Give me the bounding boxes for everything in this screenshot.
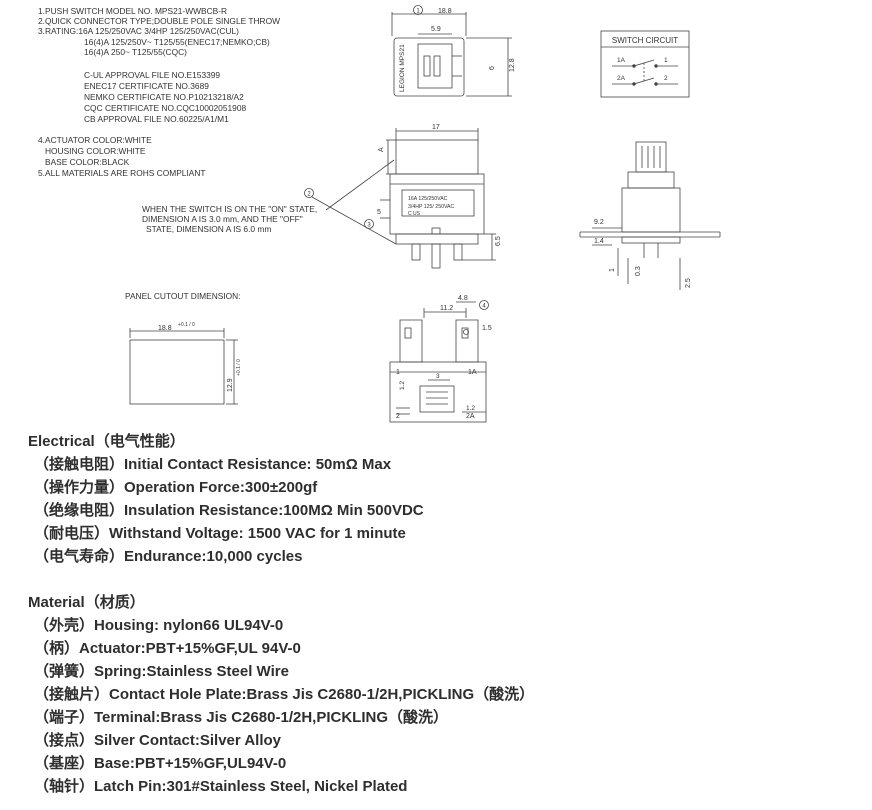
- material-heading: Material（材质）: [28, 594, 145, 611]
- pin-label-2: 2: [396, 413, 400, 420]
- dim-5: 5: [377, 209, 381, 216]
- dim-side-9-2: 9.2: [594, 219, 604, 226]
- dim-6-5: 6.5: [495, 236, 502, 246]
- callout-4: 4: [482, 304, 486, 310]
- dim-bottom-11-2: 11.2: [440, 305, 453, 312]
- dim-cutout-height-tol: +0.1 / 0: [236, 359, 242, 376]
- material-base: （基座）Base:PBT+15%GF,UL94V-0: [34, 755, 287, 772]
- note-approval-cqc: CQC CERTIFICATE NO.CQC10002051908: [84, 103, 247, 113]
- terminal-1: 1: [664, 57, 668, 64]
- material-latch-pin: （轴针）Latch Pin:301#Stainless Steel, Nicke…: [34, 778, 408, 795]
- switch-circuit: SWITCH CIRCUIT 1A 1 2A 2: [600, 30, 690, 98]
- state-note-1: WHEN THE SWITCH IS ON THE "ON" STATE,: [142, 204, 318, 214]
- dim-bottom-1-2b: 1.2: [466, 405, 475, 412]
- dim-bottom-1-2a: 1.2: [399, 381, 406, 390]
- material-contact-plate: （接触片）Contact Hole Plate:Brass Jis C2680-…: [34, 686, 535, 703]
- dim-cutout-width: 18.8: [158, 325, 172, 332]
- material-silver-contact: （接点）Silver Contact:Silver Alloy: [34, 732, 282, 749]
- dim-top-width: 18.8: [438, 8, 452, 15]
- callout-1: 1: [416, 9, 420, 15]
- dim-bottom-dia: 1.5: [482, 325, 492, 332]
- material-housing: （外壳）Housing: nylon66 UL94V-0: [34, 617, 284, 634]
- note-approval-enec: ENEC17 CERTIFICATE NO.3689: [84, 81, 209, 91]
- note-color-base: BASE COLOR:BLACK: [38, 157, 130, 167]
- note-rohs: 5.ALL MATERIALS ARE ROHS COMPLIANT: [38, 168, 206, 178]
- note-approval-cb: CB APPROVAL FILE NO.60225/A1/M1: [84, 114, 229, 124]
- dim-top-height: 12.8: [509, 58, 516, 72]
- electrical-heading: Electrical（电气性能）: [28, 433, 185, 450]
- front-label-line-1: 16A 125/250VAC: [408, 196, 448, 202]
- terminal-2a: 2A: [617, 75, 626, 82]
- state-note-3: STATE, DIMENSION A IS 6.0 mm: [146, 224, 272, 234]
- callout-2: 2: [307, 192, 311, 198]
- dim-side-1: 1: [609, 268, 616, 272]
- callout-3: 3: [367, 223, 371, 229]
- panel-cutout-label: PANEL CUTOUT DIMENSION:: [125, 291, 241, 301]
- front-label-line-2: 3/4HP 125/ 250VAC: [408, 204, 454, 210]
- pin-label-1a: 1A: [468, 369, 477, 376]
- pin-label-1: 1: [396, 369, 400, 376]
- dim-top-inner: 5.9: [431, 26, 441, 33]
- material-actuator: （柄）Actuator:PBT+15%GF,UL 94V-0: [34, 640, 301, 657]
- material-spring: （弹簧）Spring:Stainless Steel Wire: [34, 663, 289, 680]
- spec-insulation-resistance: （绝缘电阻）Insulation Resistance:100MΩ Min 50…: [34, 502, 424, 519]
- panel-cutout: 18.8 +0.1 / 0 12.9 +0.1 / 0: [129, 322, 242, 405]
- dim-a: A: [378, 147, 385, 152]
- spec-endurance: （电气寿命）Endurance:10,000 cycles: [34, 548, 303, 565]
- spec-contact-resistance: （接触电阻）Initial Contact Resistance: 50mΩ M…: [34, 456, 392, 473]
- terminal-1a: 1A: [617, 57, 626, 64]
- side-view: 9.2 1.4 1 0.3 2.5: [579, 141, 721, 290]
- dim-cutout-width-tol: +0.1 / 0: [178, 322, 195, 328]
- dim-cutout-height: 12.9: [227, 378, 234, 392]
- switch-circuit-label: SWITCH CIRCUIT: [612, 36, 678, 45]
- note-color-actuator: 4.ACTUATOR COLOR:WHITE: [38, 135, 152, 145]
- pin-label-2a: 2A: [466, 413, 475, 420]
- dim-top-slot: 6: [489, 66, 496, 70]
- dim-bottom-4-8: 4.8: [458, 295, 468, 302]
- state-note-2: DIMENSION A IS 3.0 mm, AND THE "OFF": [142, 214, 303, 224]
- technical-drawing: 1 18.8 5.9 6 12.8 LEGION MPS21 SWITCH CI…: [129, 5, 721, 423]
- note-connector: 2.QUICK CONNECTOR TYPE;DOUBLE POLE SINGL…: [38, 16, 280, 26]
- top-side-text: LEGION MPS21: [399, 44, 406, 92]
- dim-side-0-3: 0.3: [635, 266, 642, 276]
- dim-front-width: 17: [432, 124, 440, 131]
- top-view: 1 18.8 5.9 6 12.8 LEGION MPS21: [391, 5, 516, 97]
- dim-side-1-4: 1.4: [594, 238, 604, 245]
- note-model: 1.PUSH SWITCH MODEL NO. MPS21-WWBCB-R: [38, 6, 228, 16]
- note-color-housing: HOUSING COLOR:WHITE: [38, 146, 146, 156]
- front-cert-mark: C US: [408, 211, 421, 217]
- dim-bottom-3: 3: [436, 373, 440, 380]
- terminal-2: 2: [664, 75, 668, 82]
- note-rating: 3.RATING:16A 125/250VAC 3/4HP 125/250VAC…: [38, 26, 239, 36]
- note-approval-cul: C-UL APPROVAL FILE NO.E153399: [84, 70, 221, 80]
- note-rating-cqc: 16(4)A 250~ T125/55(CQC): [84, 47, 187, 57]
- front-view: 17 A 16A 125/250VAC 3/4HP 125/ 250VAC C …: [304, 124, 502, 269]
- dim-side-2-5: 2.5: [685, 278, 692, 288]
- bottom-view: 11.2 4.8 4 1.5 3 1.2 1.2 1 1A 2 2A: [389, 295, 492, 423]
- spec-operation-force: （操作力量）Operation Force:300±200gf: [34, 479, 318, 496]
- note-approval-nemko: NEMKO CERTIFICATE NO.P10213218/A2: [84, 92, 244, 102]
- material-terminal: （端子）Terminal:Brass Jis C2680-1/2H,PICKLI…: [34, 709, 449, 726]
- spec-withstand-voltage: （耐电压）Withstand Voltage: 1500 VAC for 1 m…: [34, 525, 406, 542]
- note-rating-enec: 16(4)A 125/250V~ T125/55(ENEC17;NEMKO;CB…: [84, 37, 270, 47]
